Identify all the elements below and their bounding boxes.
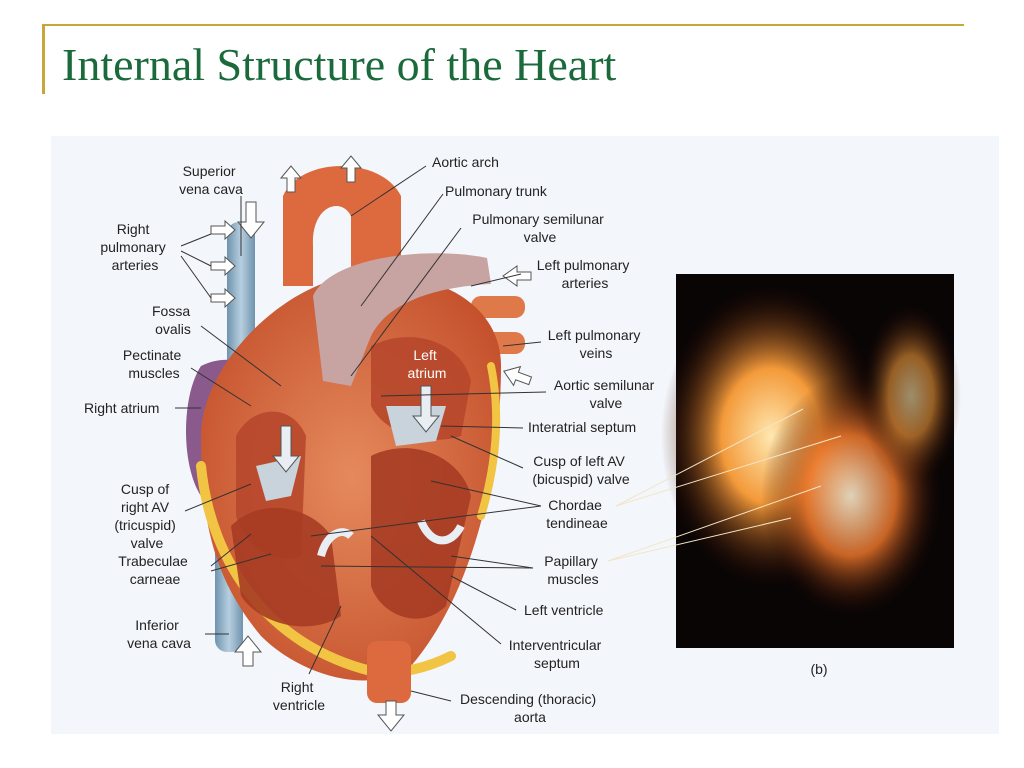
flow-arrow-right-ventricle-icon [317, 528, 354, 558]
label-aortic-arch: Aortic arch [432, 154, 499, 170]
label-pulmonary-trunk: Pulmonary trunk [445, 183, 548, 199]
photo-lead-papillary-1 [607, 485, 822, 562]
label-left-pulmonary-arteries: Left pulmonary arteries [537, 257, 634, 291]
label-interventricular-septum: Interventricular septum [509, 637, 605, 671]
flow-arrow-rpa-2-icon [210, 255, 236, 277]
right-leader-lines [310, 165, 547, 702]
left-fat-shape [477, 362, 501, 520]
flow-arrow-right-atrium-icon [271, 425, 301, 473]
label-pulmonary-semilunar-valve: Pulmonary semilunar valve [472, 211, 607, 245]
flow-arrow-rpa-3-icon [210, 287, 236, 309]
heart-photo: (b) [607, 274, 961, 677]
photo-lead-papillary-2 [607, 517, 792, 562]
label-left-ventricle: Left ventricle [524, 602, 604, 618]
label-fossa-ovalis: Fossa ovalis [152, 303, 194, 337]
label-left-atrium: Left atrium [408, 347, 447, 381]
photo-lead-chordae-1 [615, 408, 804, 507]
flow-arrow-rpa-1-icon [210, 219, 236, 241]
aortic-arch-shape [283, 166, 401, 286]
flow-arrow-svc-icon [236, 201, 266, 239]
label-papillary-muscles: Papillary muscles [544, 553, 602, 587]
heart-diagram: (b) Superior vena cava [84, 154, 961, 732]
label-cusp-right-av: Cusp of right AV (tricuspid) valve [114, 481, 179, 551]
label-interatrial-septum: Interatrial septum [528, 419, 636, 435]
label-right-pulmonary-arteries: Right pulmonary arteries [100, 221, 169, 273]
flow-arrow-ivc-icon [233, 635, 263, 667]
label-right-atrium: Right atrium [84, 400, 159, 416]
label-trabeculae-carneae: Trabeculae carneae [118, 553, 191, 587]
title-rule-horizontal [42, 24, 964, 26]
flow-arrow-aorta-1-icon [279, 165, 303, 193]
label-descending-aorta: Descending (thoracic) aorta [460, 691, 600, 725]
heart-figure-panel: (b) Superior vena cava [51, 136, 999, 734]
flow-arrow-lpv-2-icon [503, 365, 533, 387]
photo-caption: (b) [810, 661, 827, 677]
label-chordae-tendineae: Chordae tendineae [546, 497, 608, 531]
heart-illustration [186, 155, 533, 732]
pulmonary-trunk-shape [313, 253, 491, 386]
label-pectinate-muscles: Pectinate muscles [123, 347, 185, 381]
title-rule-vertical [42, 24, 45, 94]
left-pulmonary-vein-upper-shape [471, 296, 525, 318]
label-cusp-left-av: Cusp of left AV (bicuspid) valve [532, 453, 629, 487]
flow-arrow-descending-icon [376, 700, 406, 732]
flow-arrow-lpv-1-icon [502, 265, 532, 287]
coronary-fat-shape [196, 461, 456, 678]
flow-arrow-aorta-2-icon [339, 155, 363, 183]
label-right-ventricle: Right ventricle [273, 679, 325, 713]
left-leader-lines [175, 196, 342, 675]
right-ventricle-interior-shape [231, 507, 341, 627]
label-inferior-vena-cava: Inferior vena cava [127, 617, 191, 651]
flow-arrow-left-ventricle-icon [417, 519, 465, 545]
left-ventricle-interior-shape [371, 448, 471, 619]
flow-arrow-left-atrium-icon [411, 385, 441, 433]
photo-glow-right [861, 306, 961, 486]
descending-aorta-shape [367, 641, 411, 703]
slide-title: Internal Structure of the Heart [62, 39, 617, 90]
label-superior-vena-cava: Superior vena cava [179, 163, 243, 197]
photo-lead-chordae-2 [615, 435, 842, 507]
label-aortic-semilunar-valve: Aortic semilunar valve [554, 377, 658, 411]
label-left-pulmonary-veins: Left pulmonary veins [548, 327, 645, 361]
